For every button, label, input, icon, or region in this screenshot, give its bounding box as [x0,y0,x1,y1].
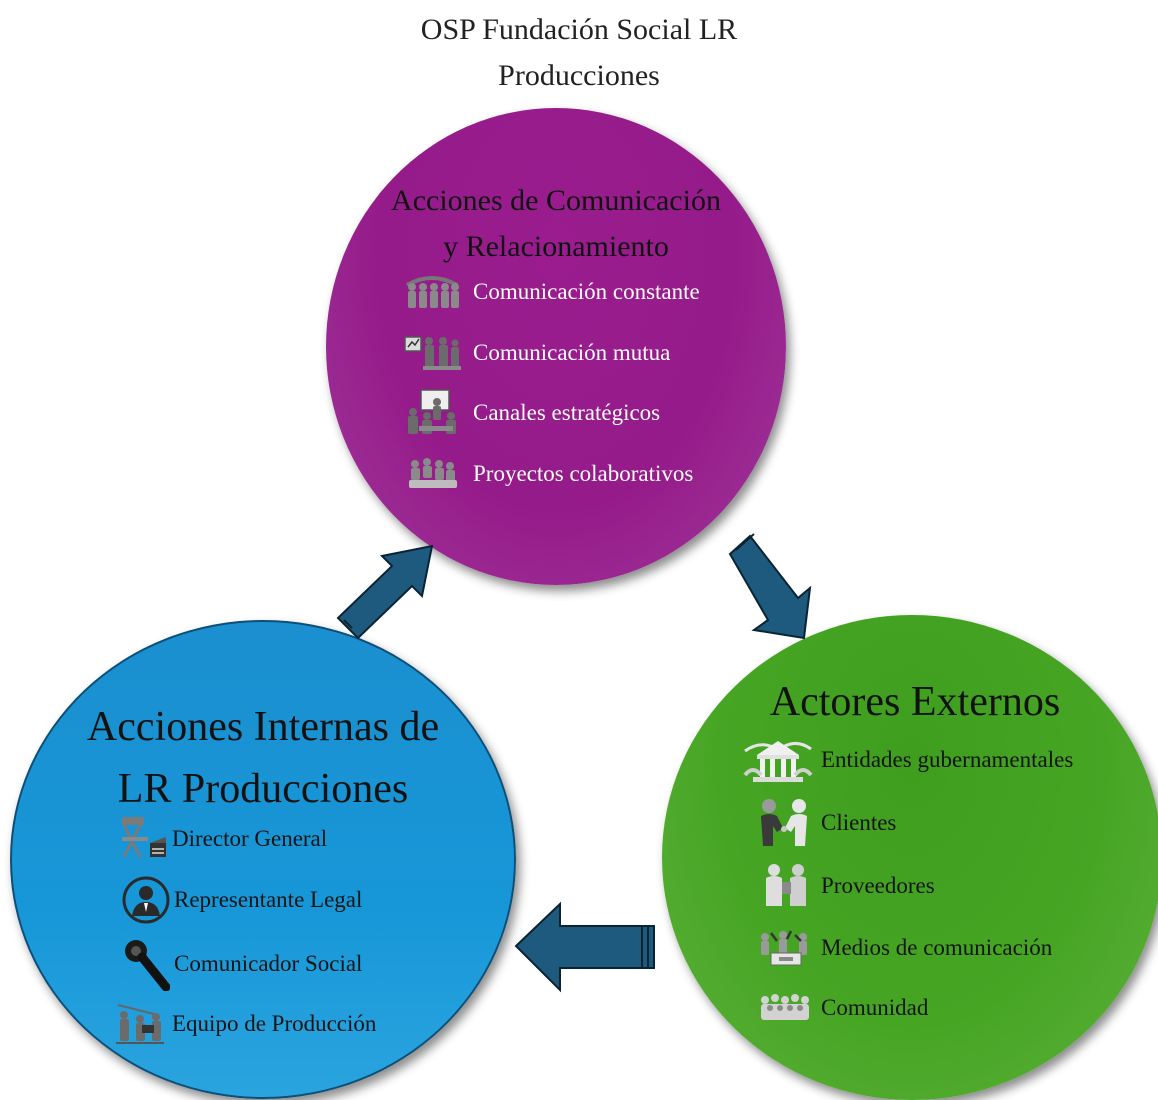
team-icon [409,458,457,488]
item-comunidad: Comunidad [757,992,928,1024]
heading-line1: Acciones Internas de [86,704,440,750]
item-equipo-produccion: Equipo de Producción [112,999,376,1049]
item-label: Comunicación constante [473,279,700,304]
item-representante-legal: Representante Legal [122,876,362,924]
diagram-title-line2: Producciones [498,59,660,92]
item-label: Comunicador Social [174,951,363,976]
press-conference-icon [761,930,807,966]
item-medios-comunicacion: Medios de comunicación [757,927,1052,969]
heading-line1: Acciones de Comunicación [391,184,721,217]
meeting-icon [408,389,456,434]
item-label: Representante Legal [174,887,363,912]
director-chair-icon [122,817,166,858]
item-comunicacion-constante: Comunicación constante [403,273,700,311]
item-label: Proveedores [821,873,935,898]
arrow-external-to-internal [514,901,655,993]
internal-actions-circle [10,620,516,1099]
arrow-internal-to-communication [336,544,434,640]
item-label: Comunicación mutua [473,340,671,365]
film-crew-icon [116,1004,164,1044]
arrow-communication-to-external [728,533,812,640]
crowd-icon [761,994,809,1020]
external-actors-heading: Actores Externos [769,679,1061,725]
item-proyectos-colaborativos: Proyectos colaborativos [403,456,693,492]
communication-actions-circle [326,108,786,585]
item-clientes: Clientes [757,798,896,848]
item-label: Canales estratégicos [473,400,661,425]
item-label: Entidades gubernamentales [821,747,1074,772]
item-comunicador-social: Comunicador Social [122,937,362,991]
item-label: Director General [172,826,328,851]
item-label: Clientes [821,810,897,835]
item-entidades-gubernamentales: Entidades gubernamentales [743,735,1073,785]
item-label: Comunidad [821,995,929,1020]
microphone-icon [125,940,170,991]
presentation-icon [404,336,461,370]
item-label: Equipo de Producción [172,1011,377,1036]
heading-line2: y Relacionamiento [443,230,669,263]
heading-line2: LR Producciones [117,766,409,812]
diagram-title-line1: OSP Fundación Social LR [420,13,738,46]
businessman-icon [122,876,170,924]
communication-actions-heading: Acciones de Comunicación y Relacionamien… [340,178,772,270]
supplier-icon [766,864,806,906]
item-director-general: Director General [118,813,327,865]
item-canales-estrategicos: Canales estratégicos [403,388,660,438]
external-actors-circle [662,615,1158,1100]
handshake-icon [761,799,807,846]
internal-actions-heading: Acciones Internas de LR Producciones [40,696,486,820]
item-label: Medios de comunicación [821,935,1053,960]
item-comunicacion-mutua: Comunicación mutua [403,333,670,373]
item-proveedores: Proveedores [762,862,935,910]
item-label: Proyectos colaborativos [473,461,694,486]
group-people-icon [406,276,459,308]
government-building-icon [743,741,813,782]
